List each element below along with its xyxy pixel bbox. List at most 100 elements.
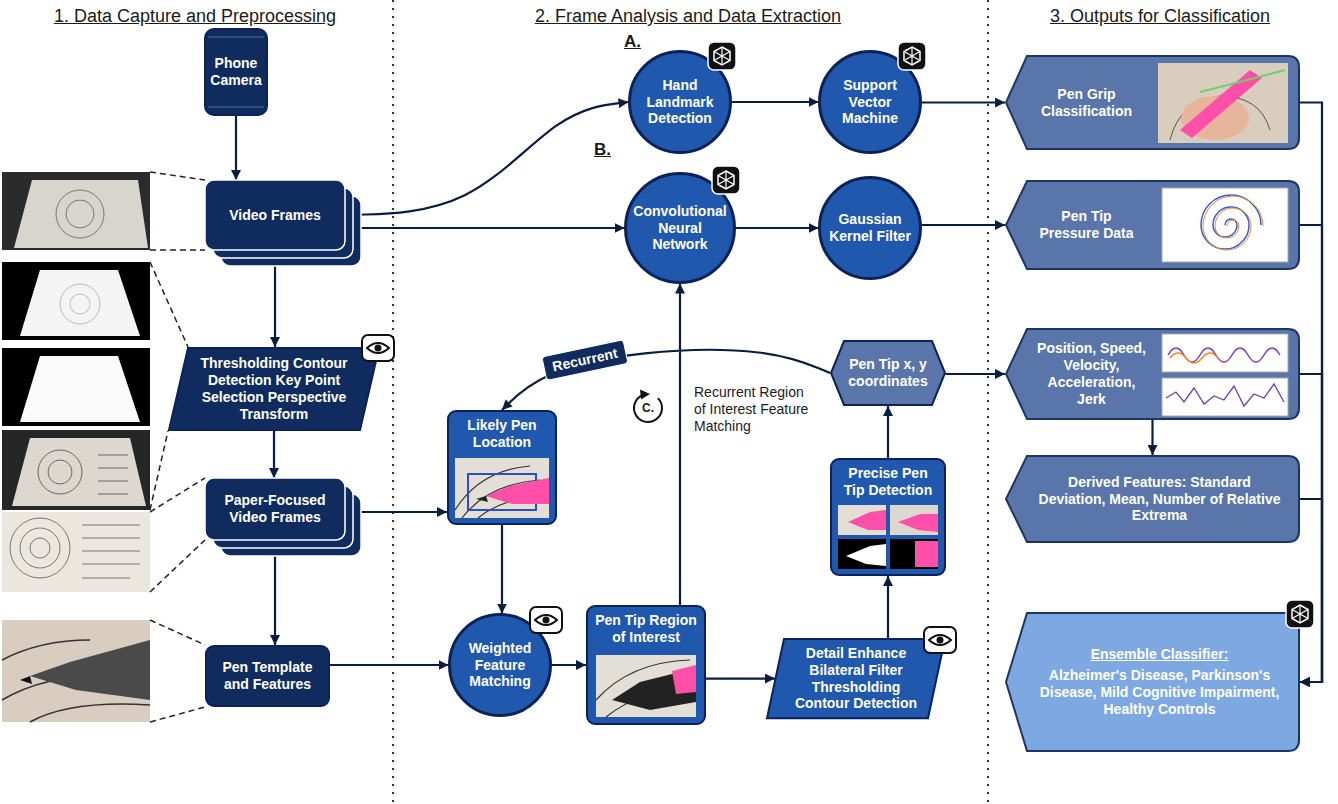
pen-location-photo xyxy=(468,474,536,510)
image-box xyxy=(448,411,556,524)
eye-icon xyxy=(530,607,562,633)
thumbnail-raw-frame xyxy=(56,190,104,238)
image-box: Precise Pen Tip Detection xyxy=(830,458,946,576)
output-box xyxy=(1006,181,1299,269)
eye-icon xyxy=(362,335,394,361)
flow-arrow xyxy=(887,406,889,458)
output-box: Pen Grip Classification xyxy=(1005,55,1300,150)
pen-location-photo xyxy=(455,466,549,518)
thumbnail-keypoints xyxy=(12,438,146,506)
pen-tip-tiles xyxy=(890,505,938,535)
region-photo xyxy=(672,665,696,694)
flow-arrow xyxy=(1300,499,1322,682)
pressure-chart xyxy=(1162,188,1288,262)
pen-tip-tiles xyxy=(838,505,886,535)
pen-tip-tiles xyxy=(890,539,938,569)
network-icon xyxy=(712,166,740,194)
frames-stack xyxy=(205,478,345,540)
thumbnail-contour xyxy=(2,348,150,426)
process-circle xyxy=(450,615,551,716)
eye-icon xyxy=(375,345,382,352)
pen-location-photo xyxy=(476,496,488,502)
section-divider xyxy=(392,0,394,804)
image-box xyxy=(587,606,705,724)
flow-arrow xyxy=(1151,420,1153,455)
thumbnail-keypoints xyxy=(2,430,150,510)
node-label: Gaussian Kernel Filter xyxy=(824,211,916,245)
thumbnail-pen-template xyxy=(2,620,150,722)
section-heading: 2. Frame Analysis and Data Extraction xyxy=(535,6,841,27)
pen-location-photo xyxy=(455,458,549,518)
node-label: Pen Tip x, y coordinates xyxy=(846,356,930,390)
node-label: Hand Landmark Detection xyxy=(634,77,726,127)
node-label: Phone Camera xyxy=(207,55,265,89)
thumbnail-paper xyxy=(30,538,50,558)
process-box: Pen Template and Features xyxy=(205,645,330,707)
flow-arrow xyxy=(679,284,681,606)
cycle-icon xyxy=(640,390,650,400)
cycle-icon xyxy=(634,390,662,422)
thumbnail-paper xyxy=(2,512,150,592)
process-circle: Weighted Feature Matching xyxy=(448,613,552,717)
process-parallelogram xyxy=(169,348,379,430)
pen-tip-tiles xyxy=(838,505,938,569)
image-box: Pen Tip Region of Interest xyxy=(586,605,706,725)
thumbnail-pen-template xyxy=(2,640,150,722)
leader-line xyxy=(150,478,205,592)
eye-icon xyxy=(543,617,550,624)
thumbnail-threshold xyxy=(2,262,150,340)
output-box: Position, Speed, Velocity, Acceleration,… xyxy=(1005,328,1300,420)
network-icon xyxy=(714,47,730,65)
frames-stack xyxy=(205,180,345,250)
pen-location-photo xyxy=(486,478,549,504)
grip-photo xyxy=(1158,63,1288,143)
thumbnail-threshold xyxy=(60,284,100,324)
network-icon xyxy=(708,42,736,70)
process-box xyxy=(206,646,329,706)
output-box: Derived Features: Standard Deviation, Me… xyxy=(1005,455,1300,543)
flow-arrow xyxy=(736,227,819,229)
eye-icon xyxy=(924,627,956,653)
flow-arrow xyxy=(273,431,275,478)
kinematics-chart xyxy=(1170,353,1218,363)
edge-label: Recurrent Region of Interest Feature Mat… xyxy=(694,384,812,434)
region-photo xyxy=(596,655,696,717)
thumbnail-contour xyxy=(20,356,140,422)
data-hexagon xyxy=(831,341,945,405)
pressure-chart xyxy=(1201,195,1261,249)
node-label: Pen Template and Features xyxy=(213,659,322,693)
model-circle xyxy=(820,52,921,153)
pen-tip-tiles xyxy=(898,514,938,532)
eye-icon xyxy=(937,637,944,644)
thumbnail-raw-frame xyxy=(66,200,94,228)
region-photo xyxy=(596,655,696,717)
section-divider xyxy=(987,0,989,804)
cycle-icon xyxy=(634,394,662,422)
thumbnail-keypoints xyxy=(98,455,128,494)
region-photo xyxy=(596,660,696,717)
thumbnail-threshold xyxy=(20,270,140,336)
flow-arrow xyxy=(706,677,775,679)
network-icon xyxy=(904,47,920,65)
network-icon xyxy=(898,42,926,70)
region-photo xyxy=(612,668,696,710)
output-box xyxy=(1006,456,1299,542)
section-heading: 1. Data Capture and Preprocessing xyxy=(54,6,336,27)
node-label: Alzheimer's Disease, Parkinson's Disease… xyxy=(1033,667,1286,717)
leader-line xyxy=(150,620,205,722)
network-icon xyxy=(1292,605,1308,623)
node-label: Weighted Feature Matching xyxy=(454,640,546,690)
pen-tip-tiles xyxy=(846,544,886,566)
pen-location-photo xyxy=(455,458,549,518)
flow-arrow xyxy=(501,525,503,614)
node-label: Position, Speed, Velocity, Acceleration,… xyxy=(1033,340,1150,407)
pressure-chart xyxy=(1162,188,1288,262)
thumbnail-paper xyxy=(82,525,140,578)
process-parallelogram: Thresholding Contour Detection Key Point… xyxy=(168,347,380,431)
data-hexagon: Pen Tip x, y coordinates xyxy=(830,340,946,406)
process-parallelogram xyxy=(767,639,945,718)
thumbnail-keypoints xyxy=(2,430,150,510)
flow-arrow xyxy=(732,101,819,103)
classifier-box xyxy=(1006,613,1299,751)
